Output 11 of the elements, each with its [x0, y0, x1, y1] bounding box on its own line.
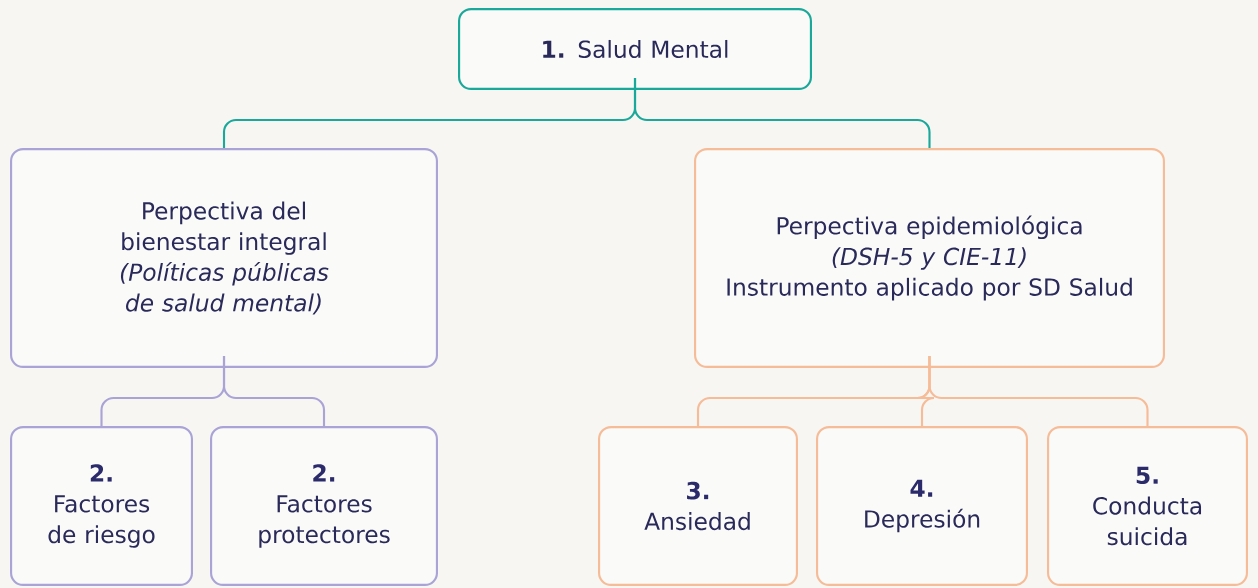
number-box: 4. Depresión — [816, 426, 1028, 586]
number-box: 3. Ansiedad — [598, 426, 798, 586]
concept-box: 1. Salud Mental — [458, 8, 812, 90]
number-box: 2. Factores de riesgo — [10, 426, 193, 586]
number-box: 2. Factores protectores — [210, 426, 438, 586]
connector-line — [222, 354, 326, 426]
connector-line — [633, 76, 931, 148]
concept-box: Perpectiva epidemiológica (DSH-5 y CIE-11) Instrumento aplicado por SD Salud — [694, 148, 1165, 368]
connector-line — [928, 354, 1149, 426]
number-box: 5. Conducta suicida — [1047, 426, 1248, 586]
concept-box: Perpectiva del bienestar integral (Políticas públicas de salud mental) — [10, 148, 438, 368]
